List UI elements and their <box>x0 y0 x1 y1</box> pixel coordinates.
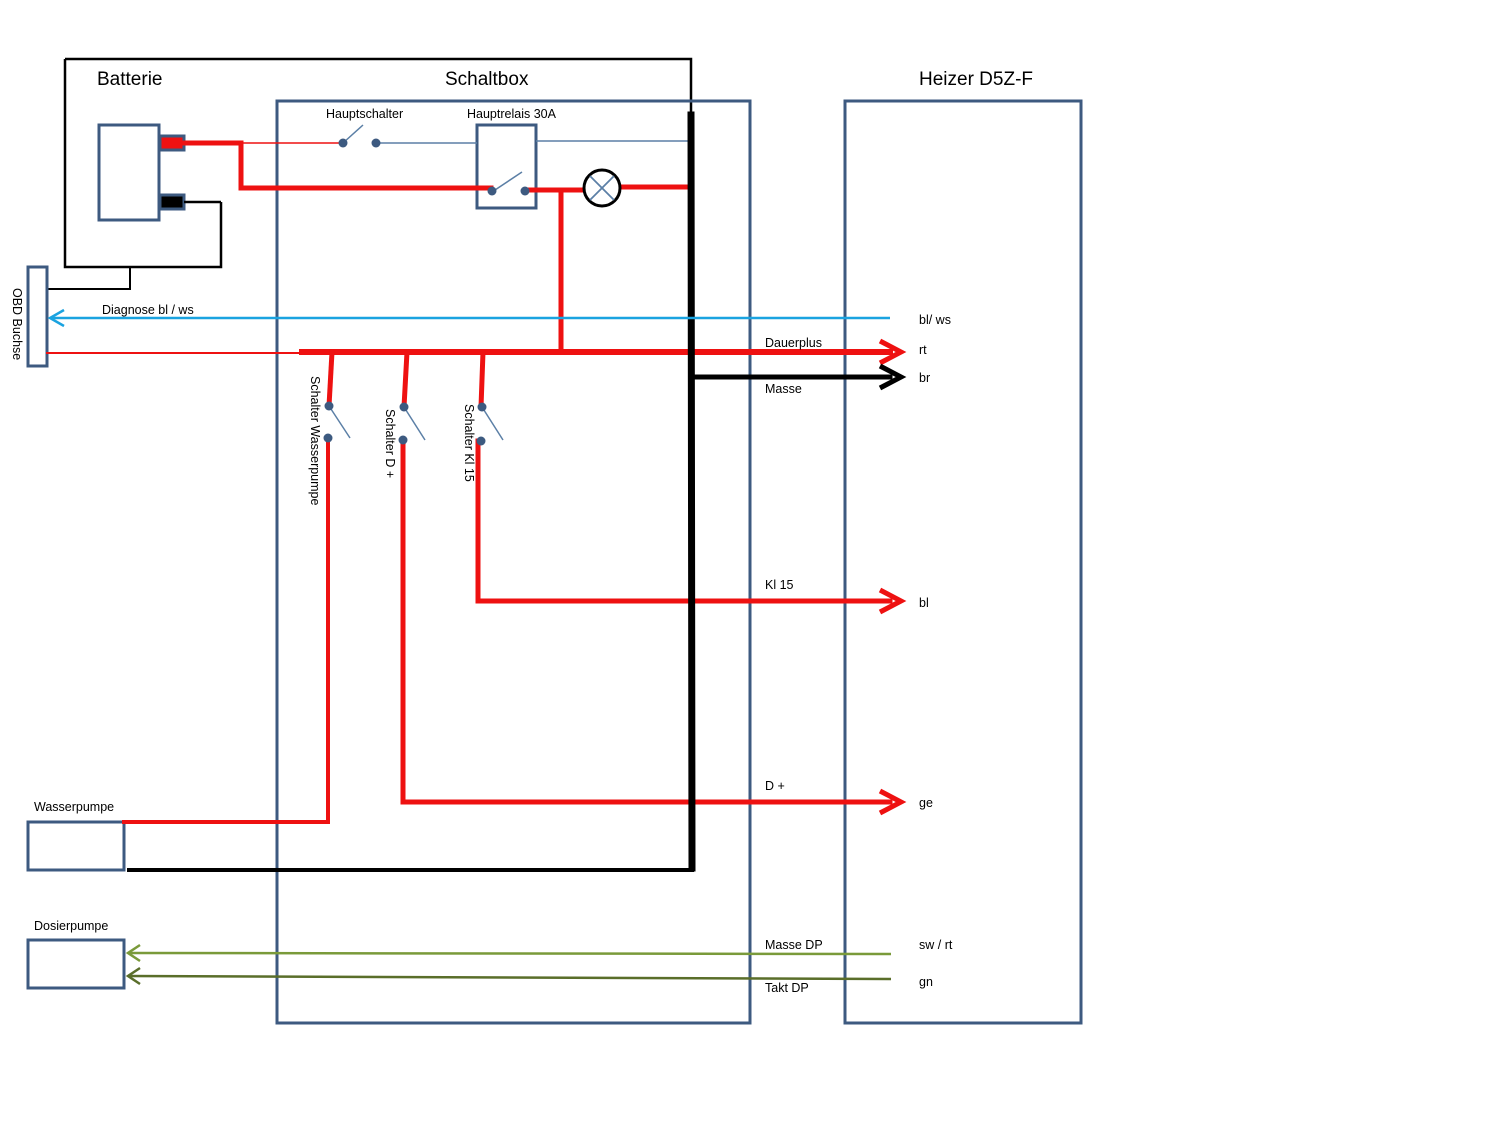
water-pump-label: Wasserpumpe <box>34 800 114 814</box>
diagnose-arrowhead <box>47 308 65 328</box>
battery-minus-terminal <box>158 193 186 211</box>
dplus-label: D + <box>765 779 785 793</box>
main-relay-box <box>475 123 538 210</box>
switch-kl15-symbol <box>476 402 504 446</box>
pin-gn-label: gn <box>919 975 933 989</box>
main-switch <box>338 124 381 148</box>
switch-water-pump-symbol <box>323 401 351 443</box>
pin-blws-label: bl/ ws <box>919 313 951 327</box>
switchbox-outline <box>275 99 752 1025</box>
battery-plus-terminal <box>158 134 186 152</box>
heater-title: Heizer D5Z-F <box>919 69 1033 90</box>
pin-bl-label: bl <box>919 596 929 610</box>
power-wiring <box>46 140 893 824</box>
ground-wiring <box>127 111 893 872</box>
pin-ge-label: ge <box>919 796 933 810</box>
switch-dplus-label: Schalter D + <box>383 409 397 478</box>
battery-obd-link <box>47 267 131 290</box>
dosing-pump-label: Dosierpumpe <box>34 919 108 933</box>
battery-title: Batterie <box>97 69 162 90</box>
lamp-symbol <box>582 168 622 208</box>
obd-label: OBD Buchse <box>10 288 24 360</box>
dauerplus-arrowhead <box>878 338 907 366</box>
dosing-pump-box <box>26 938 126 990</box>
relay-contact <box>487 171 530 196</box>
dplus-arrowhead <box>878 788 907 816</box>
pin-rt-label: rt <box>919 343 927 357</box>
diagnose-label: Diagnose bl / ws <box>102 303 194 317</box>
battery-cell <box>97 123 161 222</box>
switchbox-title: Schaltbox <box>445 69 529 90</box>
main-switch-label: Hauptschalter <box>326 107 403 121</box>
takt-dp-arrowhead <box>125 966 141 986</box>
kl15-arrowhead <box>878 587 907 615</box>
switch-dplus-symbol <box>398 402 426 445</box>
switch-water-pump-label: Schalter Wasserpumpe <box>308 376 322 505</box>
heater-outline <box>843 99 1083 1025</box>
takt-dp-wire <box>127 974 892 981</box>
obd-socket <box>26 265 49 368</box>
masse-label: Masse <box>765 382 802 396</box>
main-relay-label: Hauptrelais 30A <box>467 107 557 121</box>
dauerplus-label: Dauerplus <box>765 336 822 350</box>
kl15-label: Kl 15 <box>765 578 794 592</box>
switch-kl15-label: Schalter Kl 15 <box>462 404 476 482</box>
takt-dp-label: Takt DP <box>765 981 809 995</box>
masse-dp-wire <box>127 951 892 956</box>
masse-dp-arrowhead <box>125 943 141 963</box>
water-pump-box <box>26 820 126 872</box>
masse-dp-label: Masse DP <box>765 938 823 952</box>
battery-outline <box>63 57 693 269</box>
masse-arrowhead <box>878 363 907 391</box>
pin-br-label: br <box>919 371 930 385</box>
pin-swrt-label: sw / rt <box>919 938 953 952</box>
